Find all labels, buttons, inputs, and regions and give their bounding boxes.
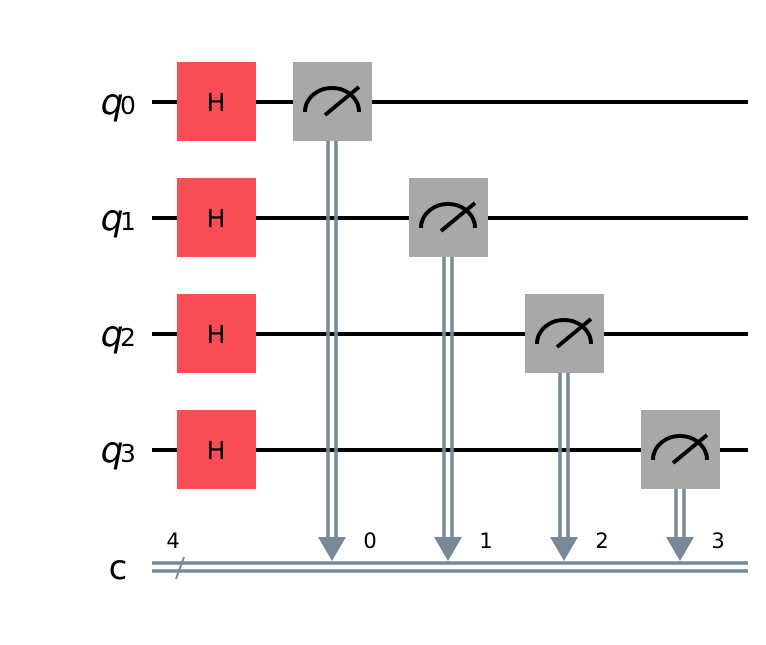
measure-gate-0 — [293, 62, 372, 141]
h-gate-label: H — [207, 320, 226, 349]
register-size-label: 4 — [166, 529, 179, 553]
measure-gate-1 — [409, 178, 488, 257]
meter-arc-icon — [535, 318, 593, 345]
h-gate-1 — [177, 178, 256, 257]
measure-gate-2 — [525, 294, 604, 373]
clbit-index-label: 1 — [479, 529, 492, 553]
qubit-index-3: 3 — [120, 439, 136, 468]
qubit-index-1: 1 — [120, 207, 136, 236]
meter-needle-icon — [671, 433, 709, 465]
qubit-index-2: 2 — [120, 323, 136, 352]
measure-arrow — [550, 537, 578, 561]
meter-arc-icon — [419, 202, 477, 229]
meter-arc-icon — [651, 434, 709, 461]
h-gate-3 — [177, 410, 256, 489]
h-gate-label: H — [207, 204, 226, 233]
classical-register-label: c — [109, 548, 128, 588]
meter-needle-icon — [439, 201, 477, 233]
qubit-index-0: 0 — [120, 91, 136, 120]
qubit-label-2: q — [101, 314, 124, 355]
clbit-index-label: 3 — [711, 529, 724, 553]
h-gate-label: H — [207, 88, 226, 117]
qubit-label-3: q — [101, 430, 124, 471]
measure-gate-3 — [641, 410, 720, 489]
qubit-label-0: q — [101, 82, 124, 123]
h-gate-2 — [177, 294, 256, 373]
h-gate-label: H — [207, 436, 226, 465]
meter-arc-icon — [303, 86, 361, 113]
meter-needle-icon — [555, 317, 593, 349]
measure-arrow — [666, 537, 694, 561]
measure-arrow — [434, 537, 462, 561]
qubit-label-1: q — [101, 198, 124, 239]
bus-slash — [175, 556, 185, 580]
h-gate-0 — [177, 62, 256, 141]
clbit-index-label: 0 — [363, 529, 376, 553]
meter-needle-icon — [323, 85, 361, 117]
measure-arrow — [318, 537, 346, 561]
clbit-index-label: 2 — [595, 529, 608, 553]
